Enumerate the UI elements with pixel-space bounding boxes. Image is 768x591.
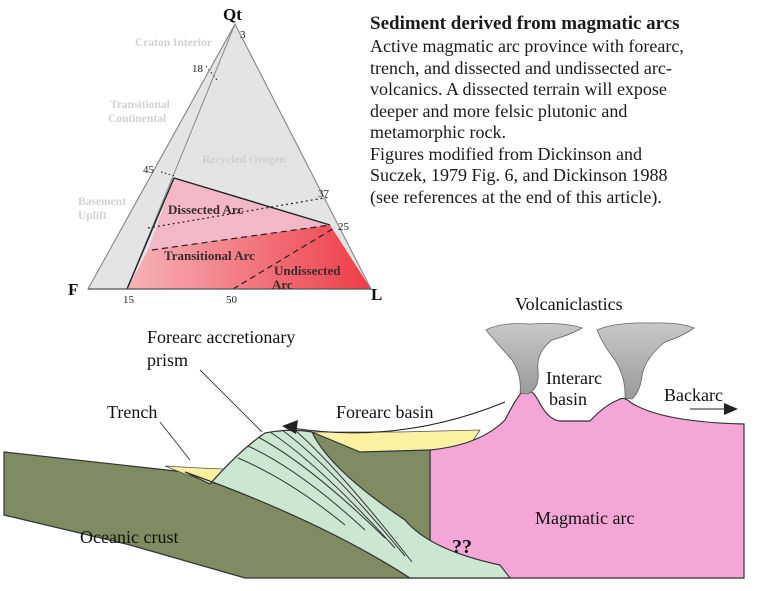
backarc-arrow xyxy=(690,403,738,415)
label-forearc-basin: Forearc basin xyxy=(336,402,433,422)
accretionary-prism xyxy=(184,429,512,579)
trench-leader xyxy=(159,421,191,461)
apex-f-label: F xyxy=(68,280,78,299)
field-undissected-line1: Undissected xyxy=(274,263,341,278)
tick-label-3: 3 xyxy=(240,29,246,41)
tick-label-15: 15 xyxy=(123,294,135,306)
description-line: volcanics. A dissected terrain will expo… xyxy=(370,79,667,99)
cross-section: Volcaniclastics Forearc accretionary pri… xyxy=(3,294,745,579)
description-line: (see references at the end of this artic… xyxy=(370,186,662,207)
field-basement-line1: Basement xyxy=(78,196,126,208)
field-transitional-line1: Transitional xyxy=(110,99,170,111)
label-volcaniclastics: Volcaniclastics xyxy=(515,294,623,314)
field-recycled-orogen: Recycled Orogen xyxy=(202,154,286,166)
magmatic-arc-left-boundary xyxy=(126,177,175,290)
label-forearc-prism-line2: prism xyxy=(147,350,188,370)
dissected-arc-field xyxy=(148,178,330,250)
label-magmatic-arc: Magmatic arc xyxy=(535,508,634,528)
label-interarc-line2: basin xyxy=(549,389,587,409)
description-title: Sediment derived from magmatic arcs xyxy=(370,13,680,34)
field-transitional-line2: Continental xyxy=(108,113,166,125)
description-line: deeper and more felsic plutonic and xyxy=(370,100,628,121)
forearc-prism-leader xyxy=(199,369,263,433)
field-dissected-arc: Dissected Arc xyxy=(168,202,243,217)
undissected-boundary-dashed xyxy=(232,226,337,290)
description-line: Figures modified from Dickinson and xyxy=(370,143,642,164)
field-basement-line2: Uplift xyxy=(78,210,107,222)
dissected-boundary-dotted xyxy=(147,196,331,229)
tick-label-25: 25 xyxy=(338,221,350,233)
apex-l-label: L xyxy=(371,285,382,304)
magmatic-arc-top-boundary xyxy=(173,177,331,226)
tick-45-dotted xyxy=(160,171,176,177)
label-backarc: Backarc xyxy=(664,385,723,405)
tick-label-18: 18 xyxy=(192,63,204,75)
description-body: Active magmatic arc province with forear… xyxy=(370,36,762,208)
description-block: Sediment derived from magmatic arcs Acti… xyxy=(370,12,762,208)
tick-label-50: 50 xyxy=(226,294,238,306)
arc-field-gradient xyxy=(127,225,371,289)
field-undissected-line2: Arc xyxy=(272,277,293,292)
right-volcanic-plume xyxy=(596,322,695,400)
label-forearc-prism-line1: Forearc accretionary xyxy=(147,327,295,347)
label-unknown: ?? xyxy=(452,536,472,558)
label-interarc-line1: Interarc xyxy=(546,368,602,388)
tick-18-dotted xyxy=(205,65,218,81)
field-transitional-arc: Transitional Arc xyxy=(164,248,255,263)
ternary-diagram: Qt F L 3 18 45 37 25 15 50 Craton Interi… xyxy=(68,5,382,306)
forearc-arrow xyxy=(282,401,506,434)
left-volcanic-plume xyxy=(485,323,583,395)
description-line: metamorphic rock. xyxy=(370,122,506,142)
magmatic-arc-body xyxy=(429,389,745,579)
prism-thrust-lines xyxy=(237,429,413,563)
apex-qt-label: Qt xyxy=(223,5,242,24)
description-line: Suczek, 1979 Fig. 6, and Dickinson 1988 xyxy=(370,165,668,185)
tick-label-45: 45 xyxy=(143,164,155,176)
description-line: trench, and dissected and undissected ar… xyxy=(370,57,672,78)
tick-label-37: 37 xyxy=(318,188,330,200)
field-craton-interior: Craton Interior xyxy=(135,37,212,49)
label-trench: Trench xyxy=(107,402,157,422)
description-line: Active magmatic arc province with forear… xyxy=(370,36,684,56)
label-oceanic-crust: Oceanic crust xyxy=(80,527,178,547)
